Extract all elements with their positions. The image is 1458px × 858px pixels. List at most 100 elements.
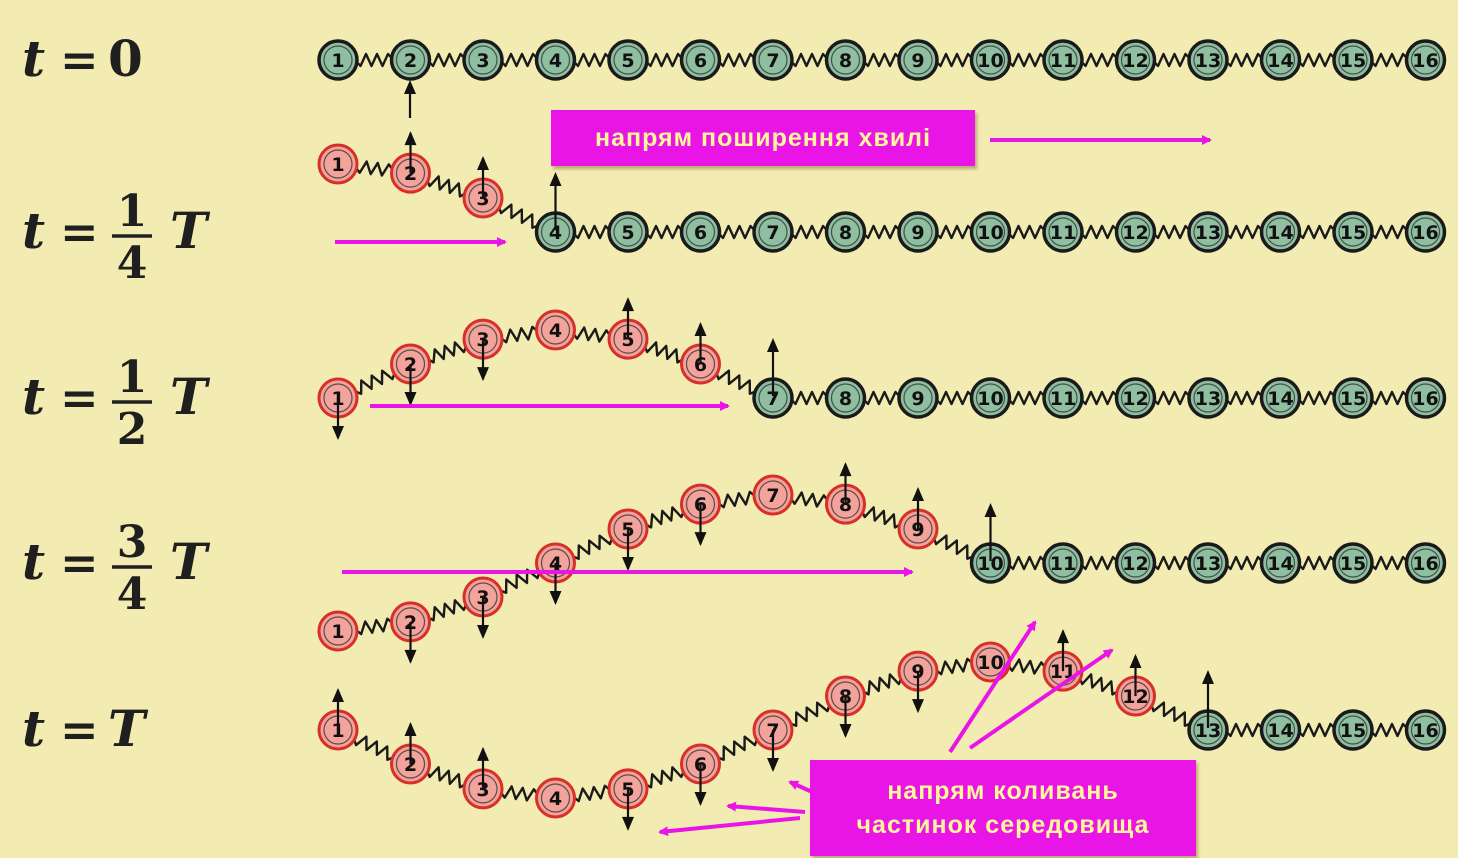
spring-row5-7 xyxy=(787,701,832,727)
time-variable: t xyxy=(22,532,45,591)
particle-number-row2-6: 6 xyxy=(694,222,707,244)
spring-row2-13 xyxy=(1224,224,1265,240)
spring-row2-15 xyxy=(1369,224,1410,240)
particle-row3-11: 11 xyxy=(1042,377,1084,419)
particle-row2-10: 10 xyxy=(969,211,1012,253)
particle-row2-9: 9 xyxy=(897,211,939,253)
particle-row2-11: 11 xyxy=(1042,211,1084,253)
particle-number-row5-4: 4 xyxy=(549,788,562,810)
time-variable: t xyxy=(22,29,45,88)
particle-number-row2-9: 9 xyxy=(911,222,924,244)
particle-number-row2-3: 3 xyxy=(476,188,489,210)
equals-sign: = xyxy=(60,371,99,425)
particle-row4-15: 15 xyxy=(1332,542,1374,584)
spring-row2-4 xyxy=(571,224,612,240)
particle-number-row3-12: 12 xyxy=(1122,388,1148,410)
spring-row4-9 xyxy=(932,534,976,560)
propagation-direction-label: напрям поширення хвилі xyxy=(551,110,975,166)
particle-number-row1-13: 13 xyxy=(1195,50,1221,72)
particle-row2-5: 5 xyxy=(607,211,649,253)
period-symbol: T xyxy=(170,367,211,426)
spring-row1-6 xyxy=(716,52,757,68)
particle-number-row3-7: 7 xyxy=(766,388,779,410)
spring-row4-13 xyxy=(1224,555,1265,571)
oscillation-pointer-arrow-4 xyxy=(726,801,806,814)
spring-row2-10 xyxy=(1006,224,1047,240)
particle-number-row3-15: 15 xyxy=(1340,388,1366,410)
spring-row2-14 xyxy=(1296,224,1337,240)
particle-row4-12: 12 xyxy=(1114,542,1157,584)
spring-row4-3 xyxy=(497,568,542,594)
particle-number-row5-14: 14 xyxy=(1267,720,1293,742)
particle-number-row4-10: 10 xyxy=(977,553,1003,575)
particle-row2-8: 8 xyxy=(824,211,867,253)
spring-row4-14 xyxy=(1296,555,1337,571)
spring-row4-15 xyxy=(1369,555,1410,571)
spring-row2-1 xyxy=(353,160,395,177)
spring-row3-8 xyxy=(861,390,902,406)
particle-number-row1-8: 8 xyxy=(839,50,852,72)
particle-number-row1-12: 12 xyxy=(1122,50,1148,72)
particle-row3-4: 4 xyxy=(535,309,576,351)
particle-number-row4-12: 12 xyxy=(1122,553,1148,575)
springs-layer xyxy=(352,52,1410,803)
particle-number-row4-16: 16 xyxy=(1412,553,1438,575)
particle-number-row1-3: 3 xyxy=(476,50,489,72)
spring-row2-2 xyxy=(425,175,468,198)
fraction-numerator: 1 xyxy=(117,352,148,403)
spring-row4-1 xyxy=(354,617,395,636)
spring-row3-11 xyxy=(1079,390,1120,406)
particle-number-row5-16: 16 xyxy=(1412,720,1438,742)
particle-row5-14: 14 xyxy=(1259,709,1302,751)
spring-row4-12 xyxy=(1151,555,1192,571)
particle-number-row5-10: 10 xyxy=(977,652,1003,674)
spring-row2-3 xyxy=(497,203,541,229)
particle-number-row5-13: 13 xyxy=(1195,720,1221,742)
spring-row1-3 xyxy=(499,52,540,68)
particle-number-row3-4: 4 xyxy=(549,320,562,342)
period-symbol: T xyxy=(170,201,211,260)
particle-number-row4-11: 11 xyxy=(1050,553,1076,575)
spring-row1-4 xyxy=(571,52,612,68)
spring-row1-7 xyxy=(789,52,830,68)
fraction-denominator: 2 xyxy=(117,404,148,455)
particle-number-row4-1: 1 xyxy=(331,621,344,643)
particle-row3-13: 13 xyxy=(1187,377,1229,419)
particle-number-row4-8: 8 xyxy=(839,494,852,516)
spring-row5-15 xyxy=(1369,722,1410,738)
spring-row3-9 xyxy=(934,390,975,406)
spring-row3-3 xyxy=(499,325,540,344)
particle-number-row1-10: 10 xyxy=(977,50,1003,72)
spring-row4-2 xyxy=(425,599,469,622)
particle-row1-10: 10 xyxy=(969,39,1012,81)
spring-row4-10 xyxy=(1006,555,1047,571)
particle-number-row1-15: 15 xyxy=(1340,50,1366,72)
propagation-text: напрям поширення хвилі xyxy=(594,124,932,152)
fraction-denominator: 4 xyxy=(117,238,148,289)
spring-row4-5 xyxy=(643,506,686,529)
period-symbol: T xyxy=(108,699,149,758)
spring-row3-10 xyxy=(1006,390,1047,406)
displacement-arrows-layer xyxy=(332,80,1214,831)
spring-row1-8 xyxy=(861,52,902,68)
spring-row3-13 xyxy=(1224,390,1265,406)
particle-number-row4-15: 15 xyxy=(1340,553,1366,575)
spring-row5-4 xyxy=(571,784,612,803)
particle-row1-6: 6 xyxy=(679,39,722,81)
particle-row2-12: 12 xyxy=(1114,211,1157,253)
spring-row5-6 xyxy=(715,735,759,761)
particle-row2-14: 14 xyxy=(1259,211,1302,253)
spring-row1-1 xyxy=(354,52,395,68)
spring-row3-7 xyxy=(789,390,830,406)
particle-row2-15: 15 xyxy=(1332,211,1374,253)
spring-row5-8 xyxy=(860,673,904,696)
particle-row1-11: 11 xyxy=(1042,39,1084,81)
particle-row3-16: 16 xyxy=(1404,377,1447,419)
particle-row2-7: 7 xyxy=(752,211,794,253)
particle-number-row2-4: 4 xyxy=(549,222,562,244)
particle-number-row3-10: 10 xyxy=(977,388,1003,410)
particle-number-row1-4: 4 xyxy=(549,50,562,72)
time-label-3: t=12T xyxy=(22,352,211,455)
